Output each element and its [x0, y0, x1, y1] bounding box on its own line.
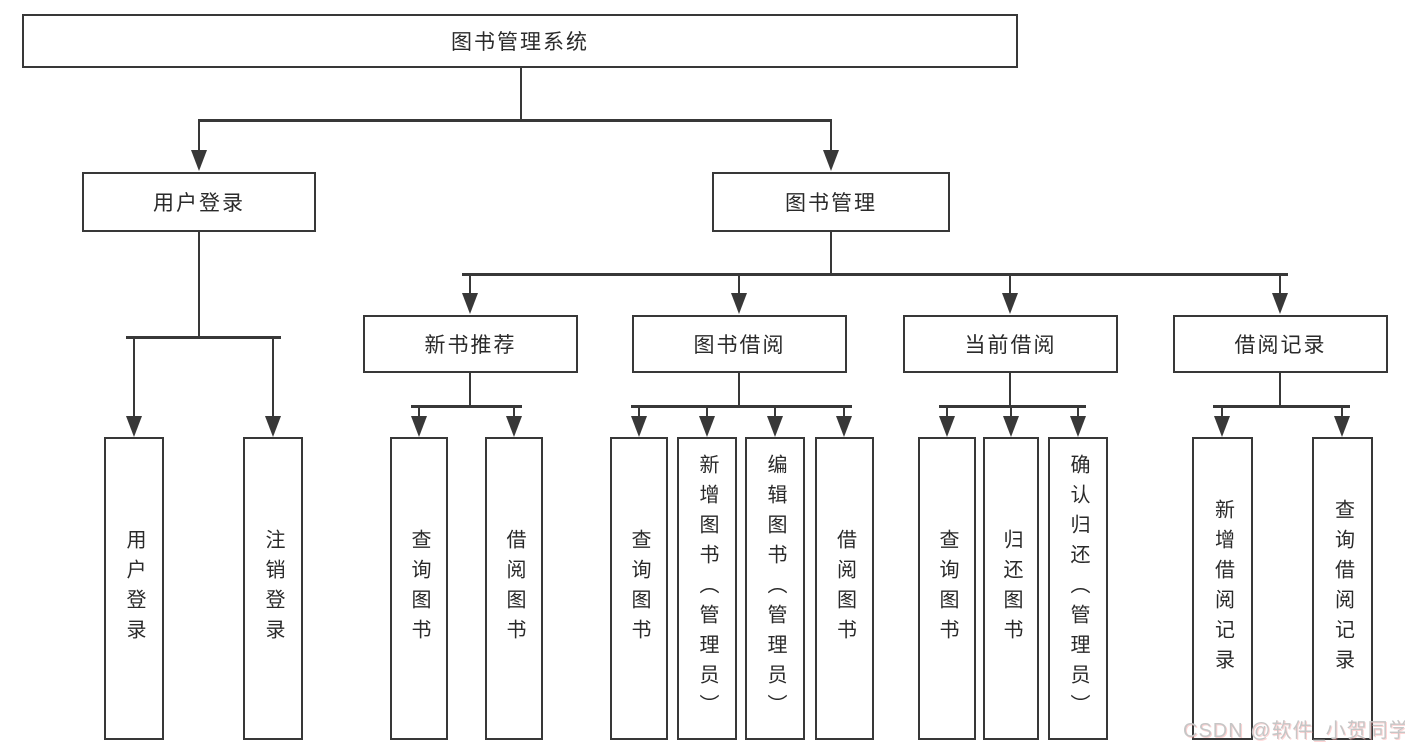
arrow-to-book-borrow	[731, 276, 747, 314]
arrow-leaf	[631, 408, 647, 437]
arrow-leaf	[411, 408, 427, 437]
node-user-login: 用户登录	[82, 172, 316, 232]
leaf-query-books-current: 查询图书	[918, 437, 976, 740]
leaf-label: 借阅图书	[833, 528, 856, 649]
leaf-confirm-return-admin: 确认归还（管理员）	[1048, 437, 1108, 740]
leaf-edit-book-admin: 编辑图书（管理员）	[745, 437, 805, 740]
arrow-leaf	[506, 408, 522, 437]
connector-level3-bar	[462, 273, 1288, 276]
connector-bookborrow-bar	[631, 405, 852, 408]
arrow-to-current-borrow	[1002, 276, 1018, 314]
arrow-to-user-login	[191, 122, 207, 171]
leaf-label: 借阅图书	[503, 528, 525, 649]
connector-records-bar	[1213, 405, 1350, 408]
connector-login-bar	[126, 336, 281, 339]
arrow-leaf	[1334, 408, 1350, 437]
leaf-logout: 注销登录	[243, 437, 303, 740]
arrow-leaf	[1070, 408, 1086, 437]
arrow-leaf	[767, 408, 783, 437]
arrow-to-leaf-user-login	[126, 338, 142, 437]
arrow-to-leaf-logout	[265, 338, 281, 437]
node-book-management-label: 图书管理	[785, 192, 877, 215]
leaf-label: 新增借阅记录	[1211, 498, 1234, 679]
connector-mgmt-stem	[830, 232, 832, 276]
connector-recommend-stem	[469, 373, 471, 408]
arrow-leaf	[1214, 408, 1230, 437]
connector-root-stem	[520, 68, 522, 122]
leaf-label: 注销登录	[262, 528, 284, 649]
leaf-return-books: 归还图书	[983, 437, 1039, 740]
leaf-label: 查询图书	[408, 528, 430, 649]
arrow-to-borrow-records	[1272, 276, 1288, 314]
leaf-label: 用户登录	[123, 528, 145, 649]
leaf-label: 查询借阅记录	[1331, 498, 1354, 679]
connector-currentborrow-bar	[939, 405, 1086, 408]
node-root: 图书管理系统	[22, 14, 1018, 68]
connector-level2-bar	[198, 119, 832, 122]
leaf-add-borrow-record: 新增借阅记录	[1192, 437, 1253, 740]
node-book-borrow: 图书借阅	[632, 315, 847, 373]
node-root-label: 图书管理系统	[451, 31, 589, 54]
connector-login-stem	[198, 232, 200, 339]
node-book-borrow-label: 图书借阅	[693, 334, 786, 357]
connector-currentborrow-stem	[1009, 373, 1011, 408]
leaf-user-login: 用户登录	[104, 437, 164, 740]
arrow-leaf	[699, 408, 715, 437]
arrow-leaf	[836, 408, 852, 437]
leaf-query-books-borrow: 查询图书	[610, 437, 668, 740]
leaf-borrow-books-recommend: 借阅图书	[485, 437, 543, 740]
leaf-label: 编辑图书（管理员）	[764, 453, 786, 724]
leaf-query-borrow-record: 查询借阅记录	[1312, 437, 1373, 740]
leaf-label: 新增图书（管理员）	[696, 453, 718, 724]
leaf-label: 确认归还（管理员）	[1067, 453, 1089, 724]
connector-bookborrow-stem	[738, 373, 740, 408]
arrow-leaf	[939, 408, 955, 437]
node-borrow-records-label: 借阅记录	[1234, 334, 1327, 357]
arrow-leaf	[1003, 408, 1019, 437]
node-current-borrow: 当前借阅	[903, 315, 1118, 373]
arrow-to-book-management	[823, 122, 839, 171]
watermark: CSDN @软件_小贺同学	[1183, 720, 1405, 742]
arrow-to-new-book-recommend	[462, 276, 478, 314]
leaf-label: 查询图书	[936, 528, 958, 649]
node-borrow-records: 借阅记录	[1173, 315, 1388, 373]
node-new-book-recommend-label: 新书推荐	[424, 334, 517, 357]
leaf-label: 查询图书	[628, 528, 650, 649]
node-user-login-label: 用户登录	[153, 192, 245, 215]
node-book-management: 图书管理	[712, 172, 950, 232]
connector-recommend-bar	[411, 405, 522, 408]
connector-records-stem	[1279, 373, 1281, 408]
leaf-borrow-books-borrow: 借阅图书	[815, 437, 874, 740]
node-current-borrow-label: 当前借阅	[964, 334, 1057, 357]
leaf-query-books-recommend: 查询图书	[390, 437, 448, 740]
node-new-book-recommend: 新书推荐	[363, 315, 578, 373]
leaf-add-book-admin: 新增图书（管理员）	[677, 437, 737, 740]
leaf-label: 归还图书	[1000, 528, 1022, 649]
